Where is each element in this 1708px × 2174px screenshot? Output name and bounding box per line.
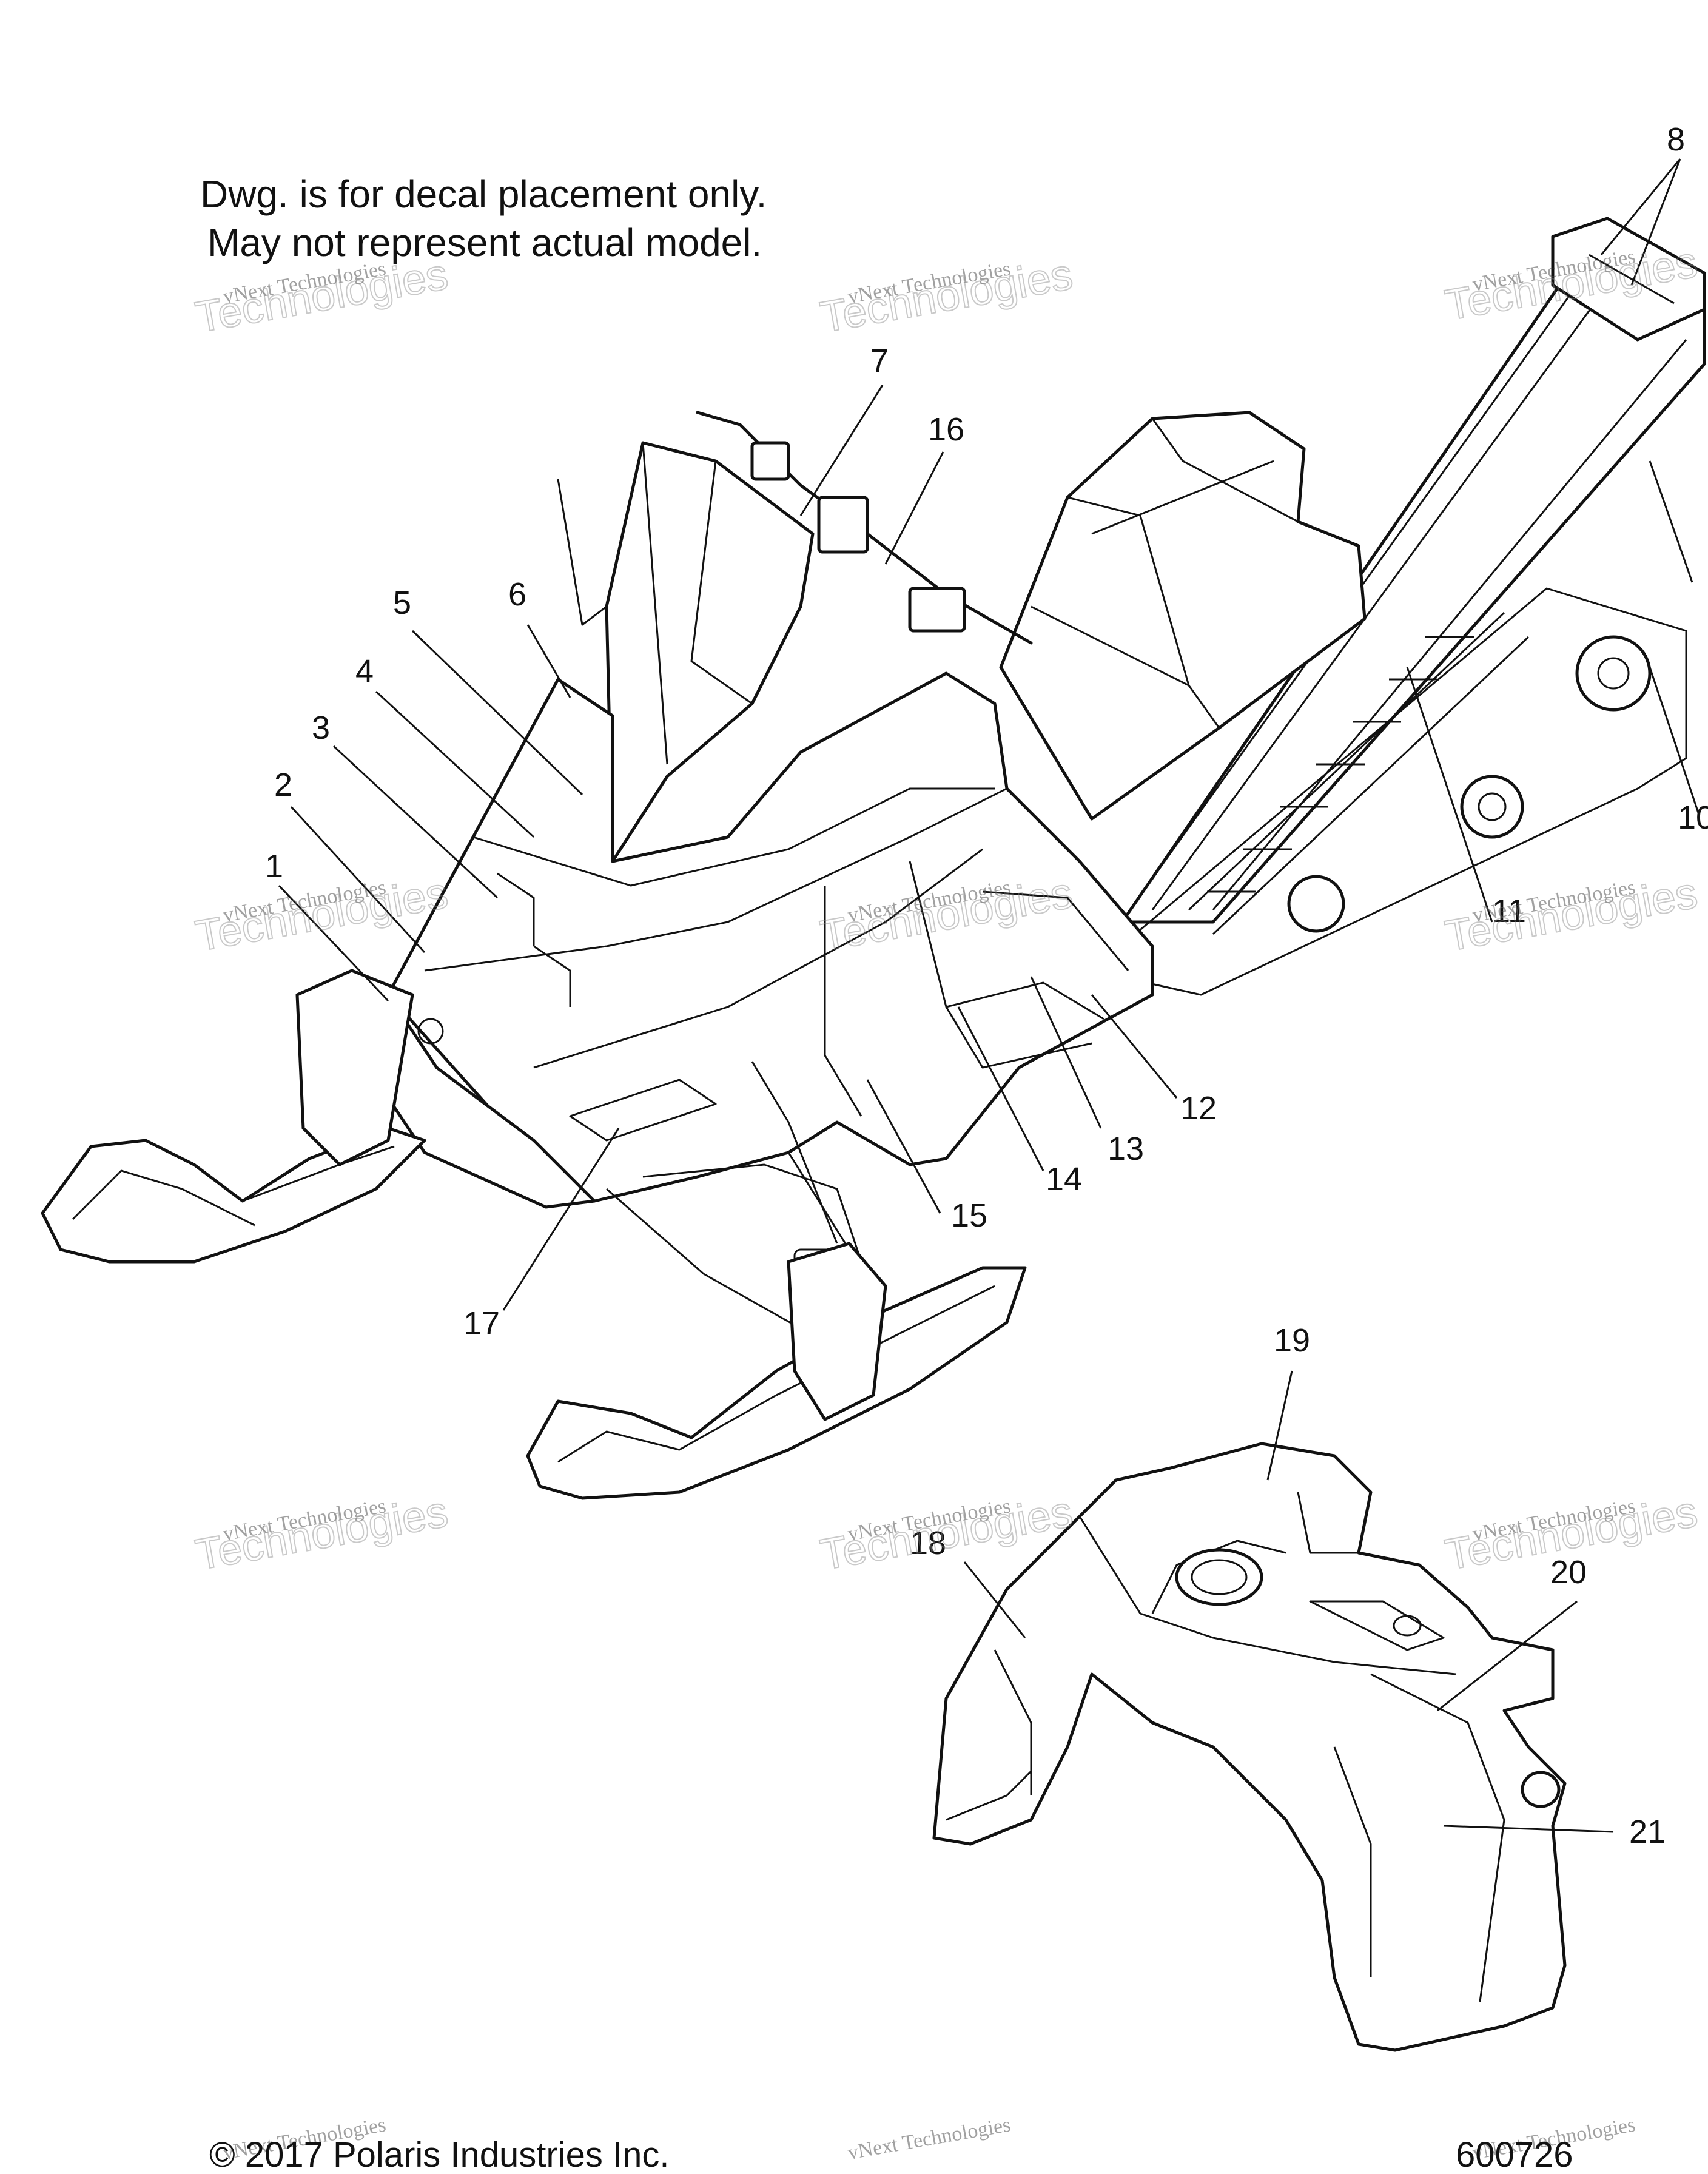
placement-note-line2: May not represent actual model.	[207, 221, 762, 264]
callout-18: 18	[910, 1525, 946, 1561]
watermark-big: Technologies	[817, 250, 1077, 342]
callout-13: 13	[1108, 1131, 1144, 1167]
callout-8: 8	[1667, 121, 1685, 158]
callout-6: 6	[508, 576, 526, 613]
callout-2: 2	[274, 767, 292, 803]
callout-5: 5	[393, 585, 411, 621]
watermark-big: Technologies	[192, 1487, 452, 1580]
callout-21: 21	[1629, 1814, 1666, 1850]
callout-3: 3	[312, 710, 330, 746]
callout-20: 20	[1550, 1554, 1587, 1590]
callout-16: 16	[928, 411, 964, 448]
placement-note-line1: Dwg. is for decal placement only.	[200, 172, 767, 216]
side-panels-drawing	[932, 1442, 1567, 2052]
callout-4: 4	[355, 653, 374, 690]
snowmobile-drawing	[41, 217, 1706, 1500]
watermark-big: Technologies	[1442, 869, 1701, 961]
callout-15: 15	[951, 1197, 987, 1234]
callout-12: 12	[1180, 1090, 1217, 1126]
copyright-text: © 2017 Polaris Industries Inc.	[209, 2135, 669, 2174]
callout-14: 14	[1046, 1161, 1082, 1197]
callout-1: 1	[265, 848, 283, 884]
watermark-small: vNext Technologies	[846, 2113, 1012, 2164]
callout-17: 17	[463, 1305, 500, 1342]
callout-7: 7	[870, 343, 889, 379]
callout-numbers: 1 2 3 4 5 6 7 8 10 11 12 13 14 15 16 17 …	[265, 121, 1708, 1850]
callout-11: 11	[1492, 893, 1526, 929]
drawing-number: 600726	[1456, 2135, 1573, 2174]
leader-lines	[278, 158, 1700, 1833]
callout-10: 10	[1678, 799, 1708, 836]
callout-19: 19	[1274, 1322, 1310, 1359]
